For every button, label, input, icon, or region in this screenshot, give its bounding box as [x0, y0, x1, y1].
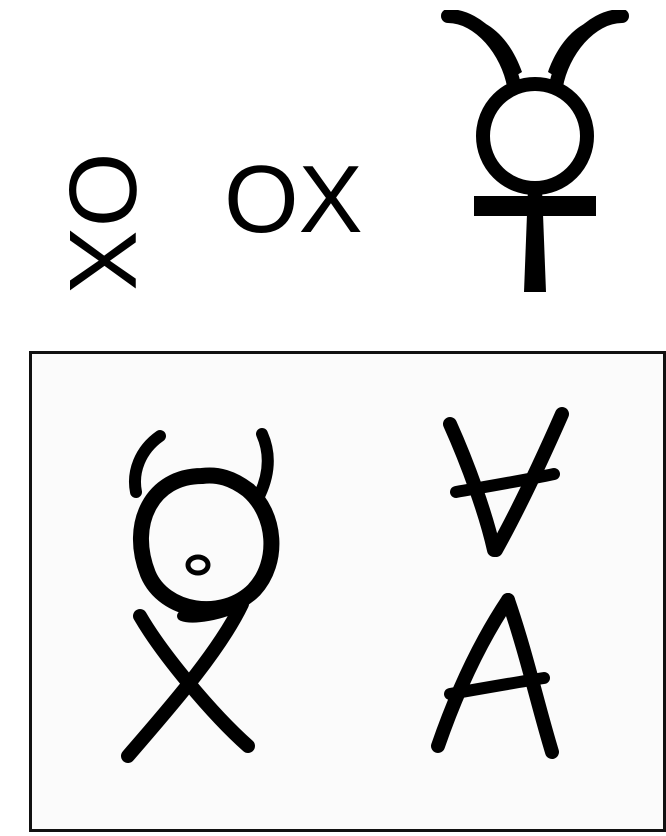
rotated-ox-label: OX	[64, 148, 140, 298]
rotated-ox-text: OX	[54, 153, 150, 294]
ox-word-label: OX	[224, 152, 363, 248]
handwritten-glyphs-panel	[29, 351, 666, 832]
taurus-symbol-icon	[440, 10, 630, 300]
inverted-a-glyph-icon	[450, 414, 562, 550]
ring-shape	[483, 84, 587, 188]
upright-a-glyph-icon	[438, 600, 552, 752]
printed-symbols-row: OX OX	[0, 0, 666, 320]
handwritten-ox-glyph-icon	[128, 434, 271, 756]
